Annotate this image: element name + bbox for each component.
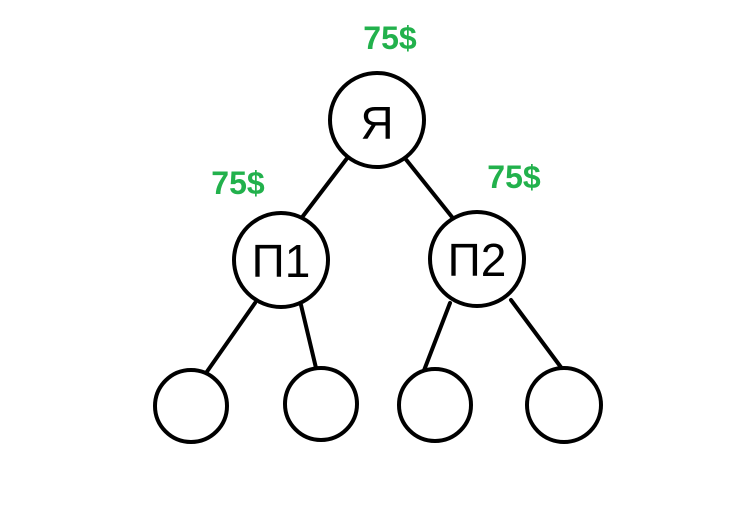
node-p1-leaf2 [283,366,359,442]
amount-p2: 75$ [487,159,541,195]
edge-p2-leaf2 [509,298,565,372]
node-root [328,71,426,169]
node-p2-leaf2 [525,366,603,444]
edge-root-p1 [298,155,350,222]
edge-root-p2 [402,155,454,219]
edge-p2-leaf1 [421,301,452,375]
node-p2 [428,210,526,308]
edge-p1-leaf2 [299,303,318,370]
node-p1-label: П1 [252,235,311,287]
node-p2-label: П2 [448,234,507,286]
edge-p1-leaf1 [204,301,257,375]
amount-root: 75$ [363,20,417,56]
node-root-label: Я [360,97,393,149]
amount-p1: 75$ [211,165,265,201]
node-p1-leaf1 [153,368,229,444]
node-p2-leaf1 [397,367,473,443]
node-p1 [232,211,330,309]
